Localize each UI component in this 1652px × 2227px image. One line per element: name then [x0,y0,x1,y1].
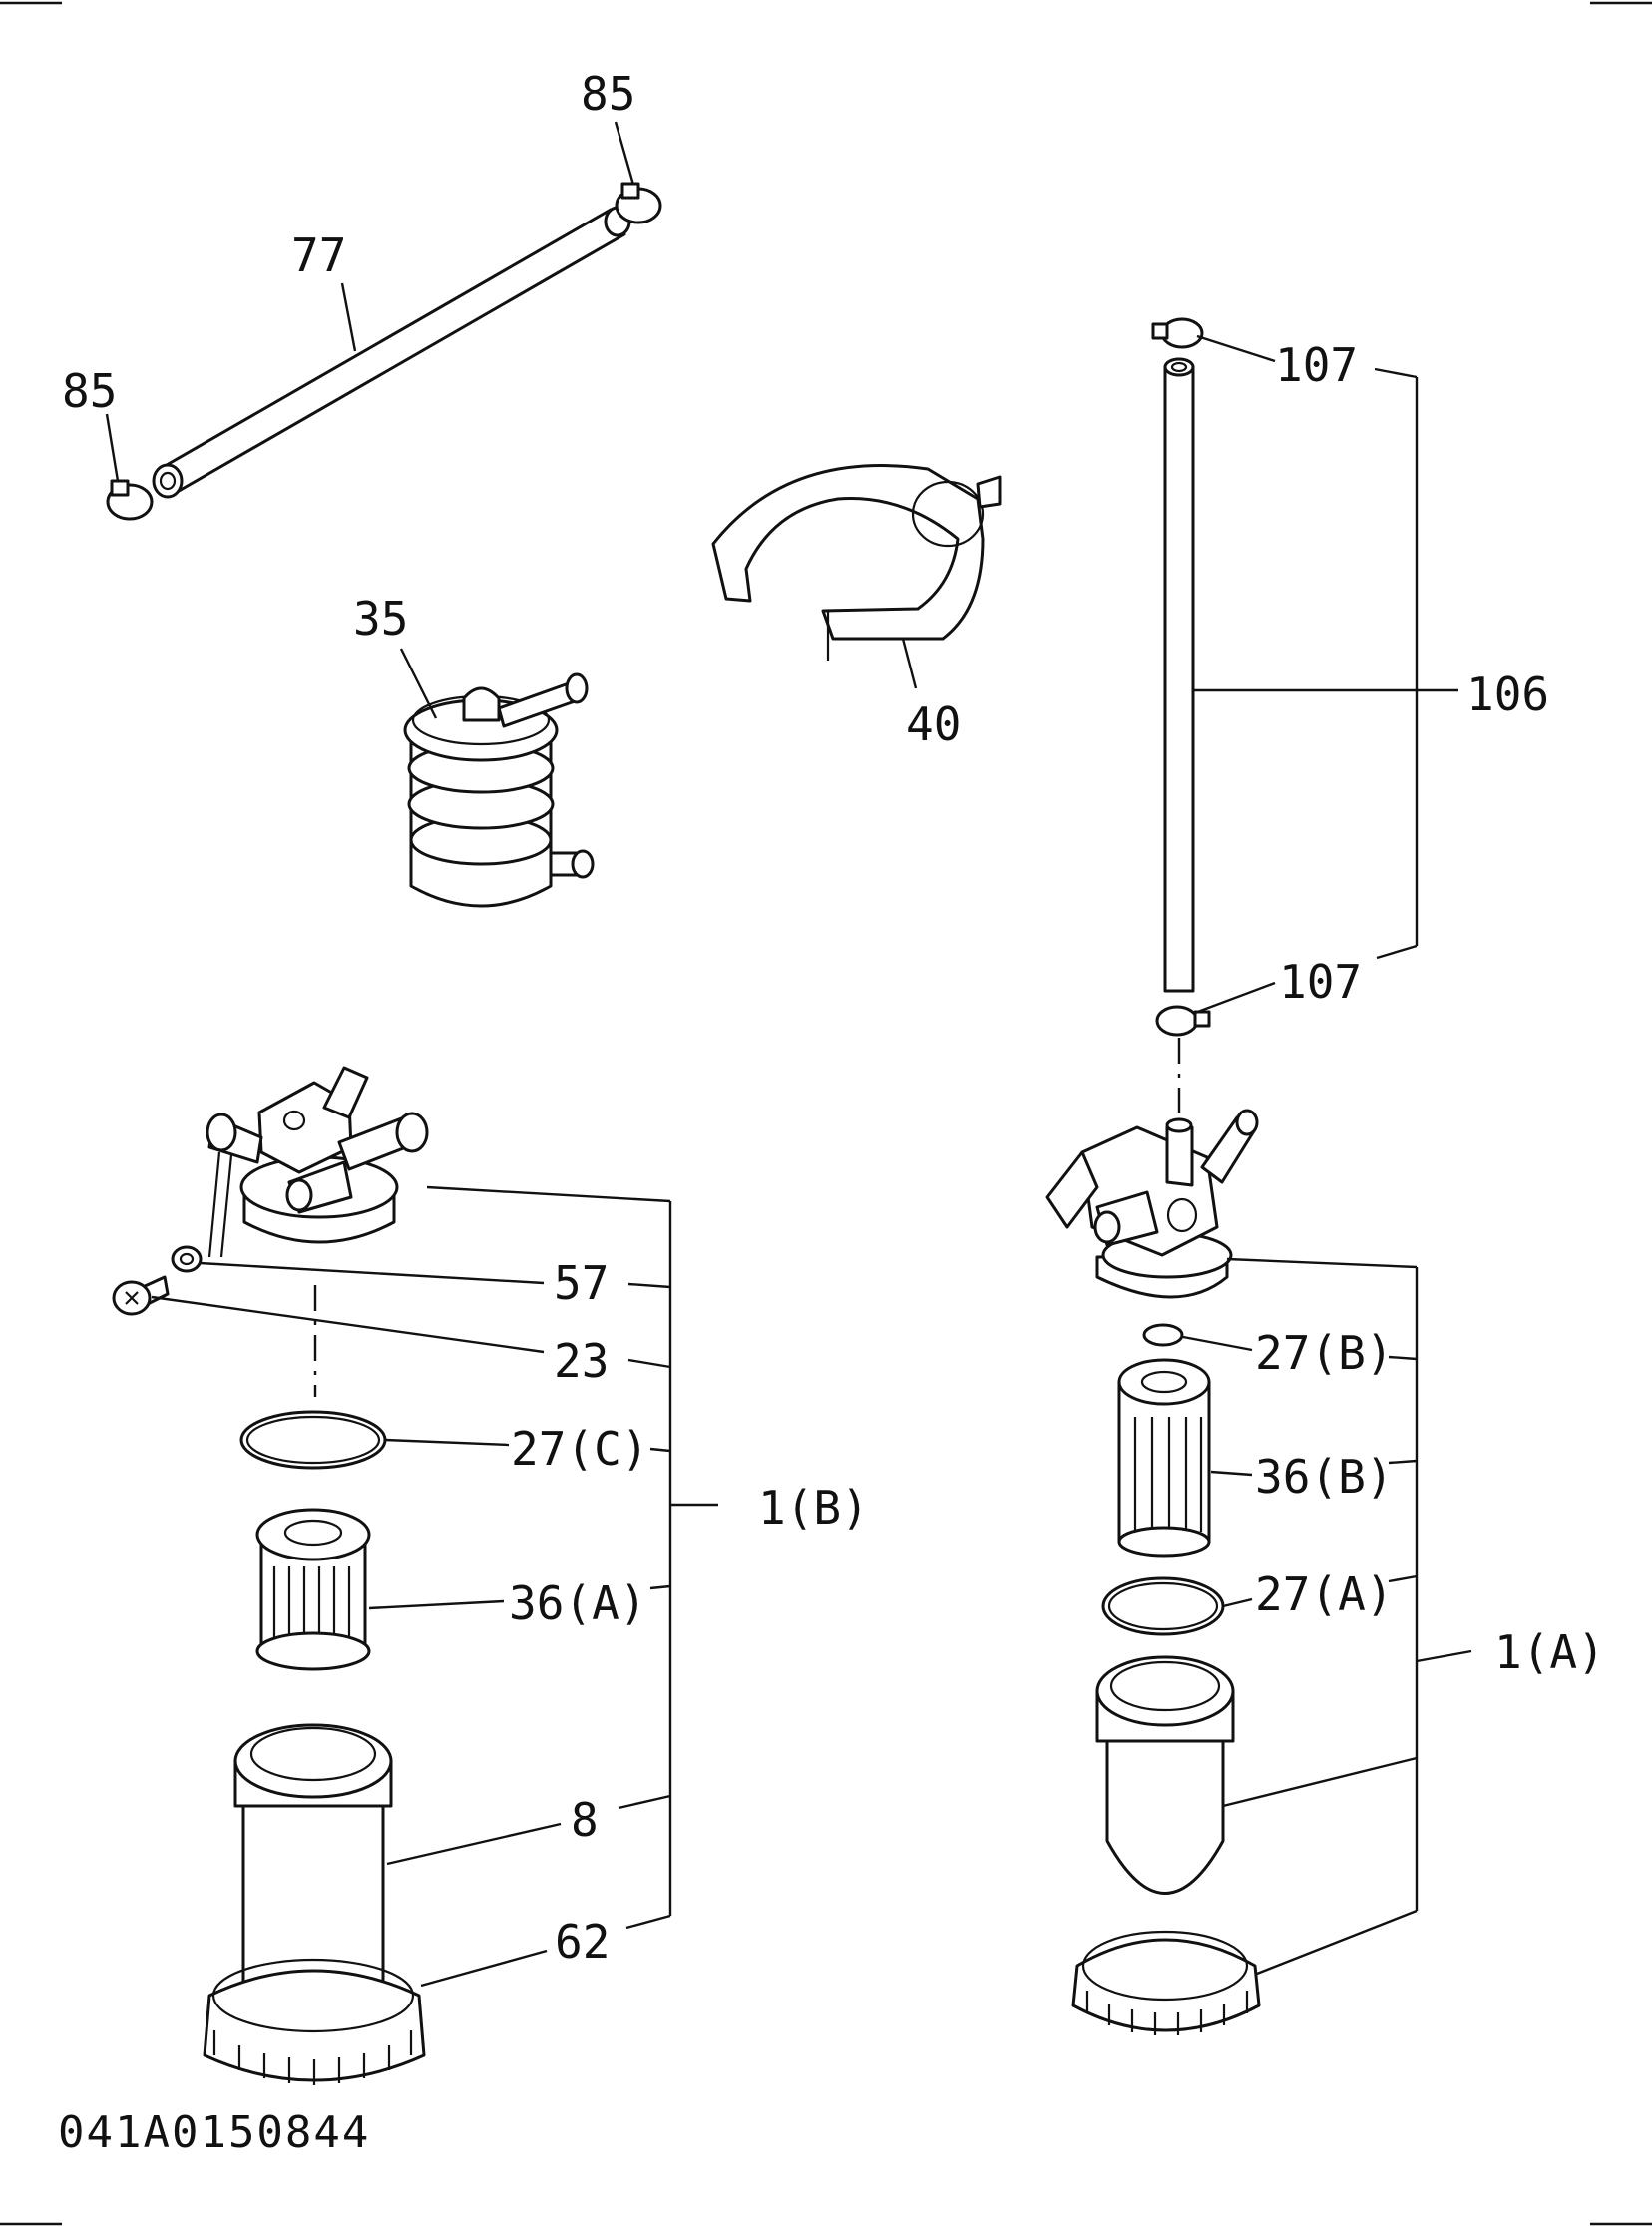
bolt-23 [112,1275,170,1316]
oring-27c [239,1410,387,1470]
label-57: 57 [554,1256,609,1310]
label-85-top: 85 [581,67,635,121]
label-40: 40 [906,697,961,751]
label-107-bottom: 107 [1279,955,1362,1009]
drawing-code: 041A0150844 [58,2107,370,2158]
washer-57 [171,1245,203,1273]
label-106: 106 [1466,668,1549,721]
label-77: 77 [291,228,346,282]
element-36b [1117,1358,1211,1558]
leader-lines [105,121,1472,1988]
oring-27a [1101,1576,1225,1636]
label-107-top: 107 [1275,338,1358,392]
filter-head-1b [206,1066,429,1258]
bowl-8 [233,1723,393,1988]
label-36a: 36(A) [509,1576,646,1630]
label-1a: 1(A) [1494,1625,1605,1679]
label-27a: 27(A) [1255,1567,1393,1621]
clamp-107-top [1151,317,1204,349]
label-27c: 27(C) [511,1422,648,1476]
filter-head-1a [1045,1109,1259,1299]
label-1b: 1(B) [758,1481,869,1535]
label-8: 8 [571,1793,599,1847]
label-23: 23 [554,1334,609,1388]
label-35: 35 [353,592,408,646]
hose-77 [152,206,631,499]
oring-27b [1142,1323,1184,1347]
hose-106 [1163,357,1195,993]
ring-nut-62 [203,1958,426,2085]
clamp-85-top [615,182,662,224]
bracket-40 [711,464,1002,661]
label-27b: 27(B) [1255,1326,1393,1380]
label-62: 62 [555,1915,610,1969]
strainer-35 [403,672,595,908]
clamp-85-left [106,479,154,521]
label-85-left: 85 [62,364,117,418]
bowl-1a [1095,1655,1235,1895]
clamp-107-bottom [1155,1005,1211,1037]
label-36b: 36(B) [1255,1450,1393,1504]
element-36a [255,1508,371,1671]
part-labels: 85 77 85 35 40 107 106 107 57 23 27(C) 1… [58,67,1605,2158]
ring-nut-1a [1071,1930,1261,2035]
